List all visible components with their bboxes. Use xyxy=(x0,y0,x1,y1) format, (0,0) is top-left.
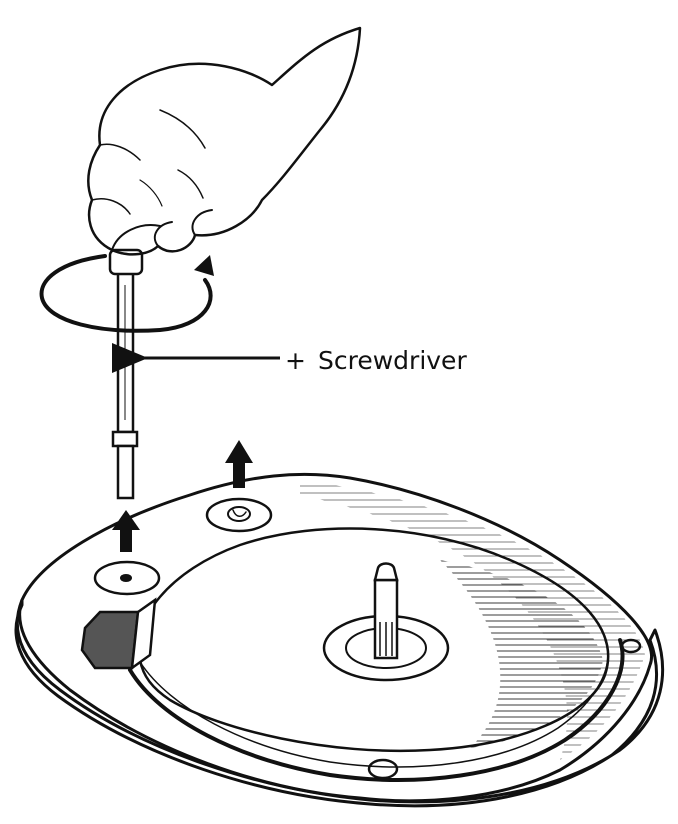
platter-shading xyxy=(440,560,603,748)
spindle-tip xyxy=(373,562,399,582)
disc-rim xyxy=(128,638,625,782)
rotation-indicator xyxy=(39,254,214,333)
screw-hole-right xyxy=(205,497,273,533)
rotation-arc xyxy=(39,254,213,333)
rim-hole xyxy=(620,638,642,654)
screwdriver-ferrule xyxy=(108,248,144,276)
bracket-side xyxy=(130,597,157,671)
hand xyxy=(87,26,362,256)
base-plate-edge xyxy=(14,598,665,808)
spindle xyxy=(322,562,450,682)
screw-body xyxy=(116,444,135,500)
left-bracket xyxy=(80,597,157,671)
screwdriver-callout: + Screwdriver xyxy=(112,343,467,375)
lift-arrow-left xyxy=(112,510,140,552)
callout-plus-icon: + xyxy=(285,346,306,375)
spindle-knurl xyxy=(379,622,393,656)
screwdriver xyxy=(108,248,144,500)
platter-area xyxy=(137,527,610,753)
screw-hole-left xyxy=(93,560,161,596)
screw-collar xyxy=(111,430,139,448)
rotation-arrowhead xyxy=(194,255,214,276)
rim-notch xyxy=(367,758,399,780)
hand-outline xyxy=(87,26,362,256)
bracket-dark-face xyxy=(80,610,140,670)
screwdriver-label: Screwdriver xyxy=(318,346,467,375)
lift-arrow-right xyxy=(225,440,253,488)
